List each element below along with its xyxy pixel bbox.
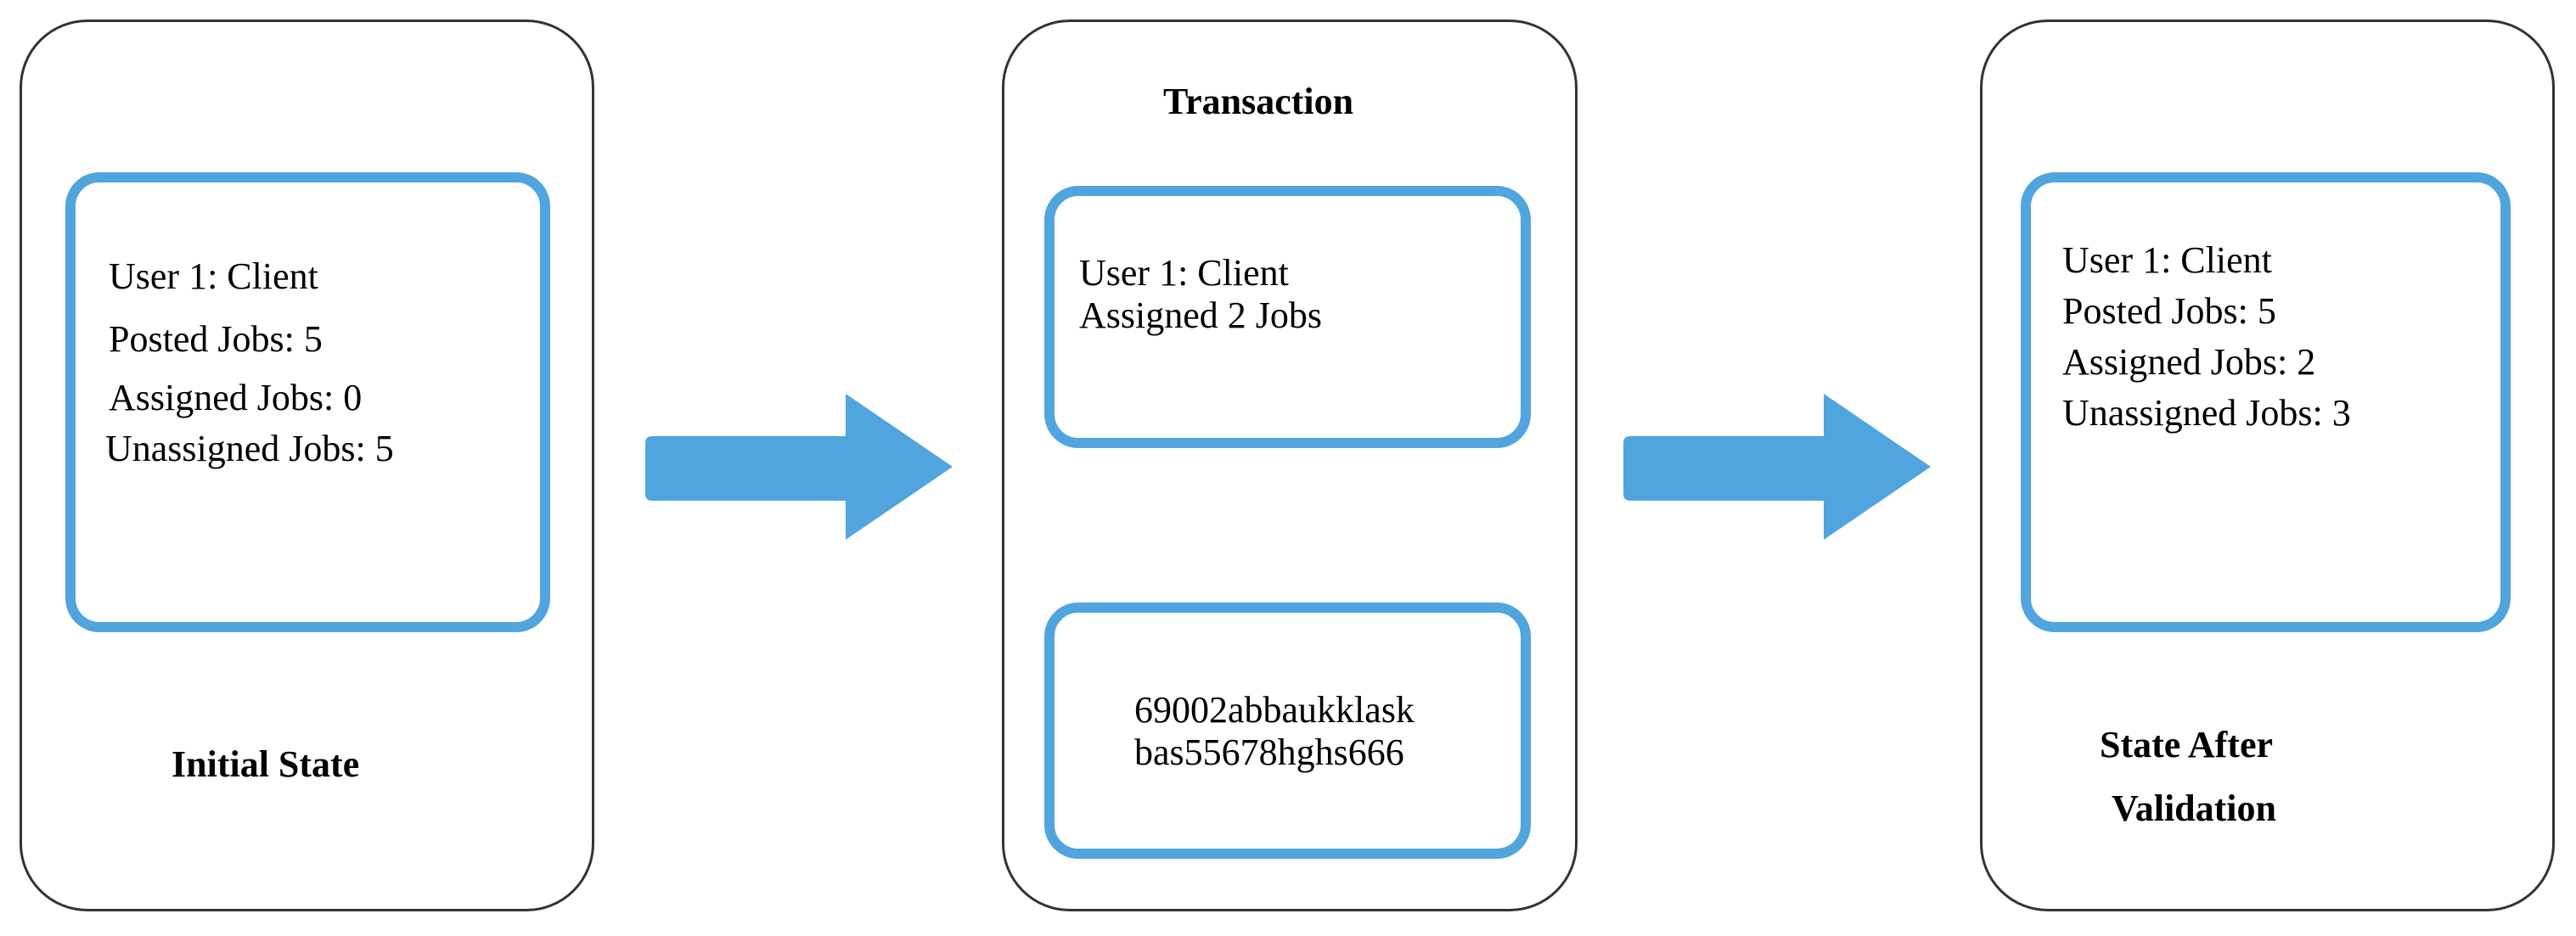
transaction-hash-card [1044,603,1531,859]
final-state-label-line-2: Validation [2112,787,2277,829]
transaction-hash-line-1: 69002abbaukklask [1134,689,1415,731]
final-state-card [2021,172,2511,632]
right-arrow-icon [645,394,953,540]
initial-user-line: User 1: Client [109,255,318,297]
transaction-panel [1002,20,1578,911]
final-unassigned-line: Unassigned Jobs: 3 [2062,392,2351,434]
initial-assigned-line: Assigned Jobs: 0 [109,377,363,418]
initial-state-panel [20,20,594,911]
final-assigned-line: Assigned Jobs: 2 [2062,341,2316,383]
initial-state-card [65,172,550,632]
final-user-line: User 1: Client [2062,239,2272,281]
transaction-user-line: User 1: Client [1079,252,1289,294]
final-state-panel [1980,20,2555,911]
right-arrow-icon [1623,394,1931,540]
transaction-title: Transaction [1163,81,1354,122]
transaction-assigned-line: Assigned 2 Jobs [1079,294,1323,336]
final-posted-line: Posted Jobs: 5 [2062,290,2276,332]
initial-posted-line: Posted Jobs: 5 [109,318,323,360]
initial-state-label: Initial State [172,743,360,785]
final-state-label-line-1: State After [2100,724,2274,765]
transaction-hash-line-2: bas55678hghs666 [1134,731,1404,773]
initial-unassigned-line: Unassigned Jobs: 5 [105,428,394,469]
transaction-details-card [1044,186,1531,448]
